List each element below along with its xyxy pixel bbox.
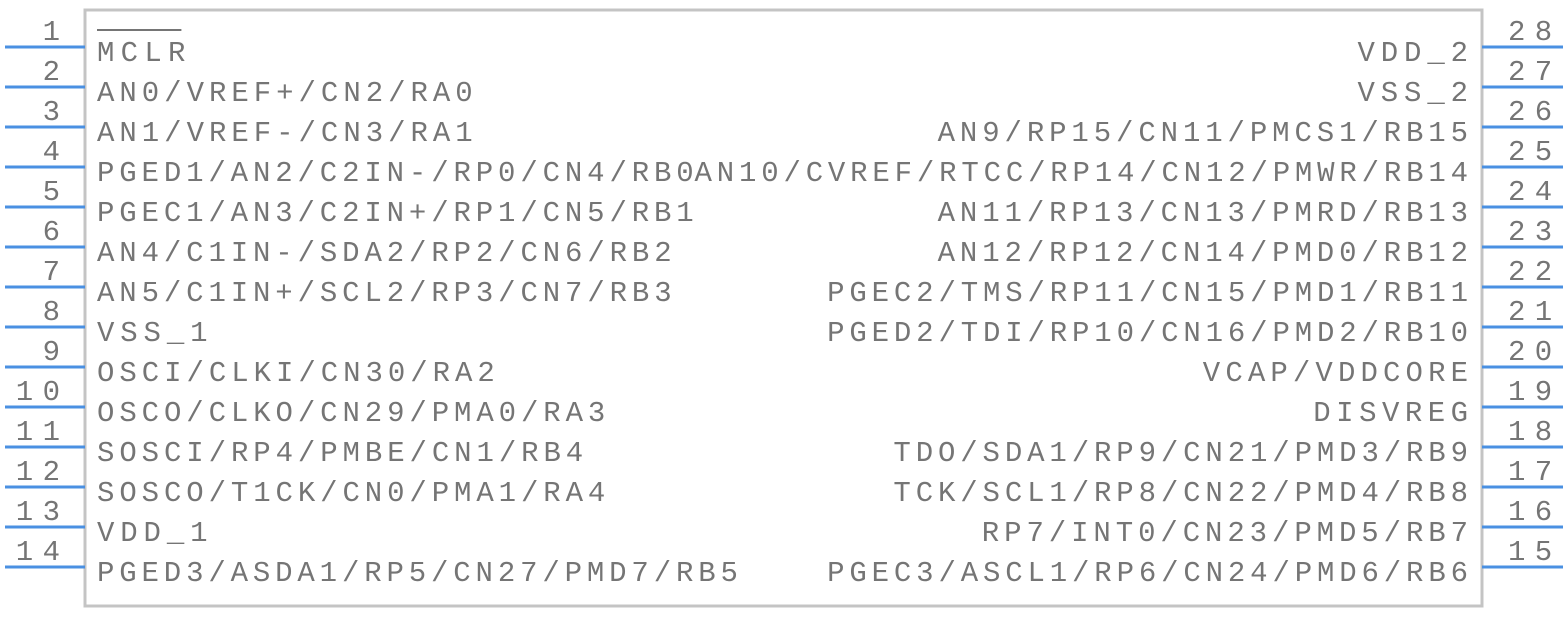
pin-number: 5 xyxy=(43,176,60,209)
pin-number: 16 xyxy=(1508,496,1552,529)
pin-label: DISVREG xyxy=(1313,397,1468,430)
pin-label: PGEC1/AN3/C2IN+/RP1/CN5/RB1 xyxy=(97,197,694,230)
pin-number: 15 xyxy=(1508,536,1552,569)
pin-number: 23 xyxy=(1508,216,1552,249)
pin-number: 17 xyxy=(1508,456,1552,489)
pin-number: 7 xyxy=(43,256,60,289)
pin-number: 25 xyxy=(1508,136,1552,169)
pin-number: 28 xyxy=(1508,16,1552,49)
pin-label: PGED2/TDI/RP10/CN16/PMD2/RB10 xyxy=(827,317,1468,350)
pin-label: VCAP/VDDCORE xyxy=(1203,357,1468,390)
pin-label: AN12/RP12/CN14/PMD0/RB12 xyxy=(938,237,1468,270)
pin-number: 18 xyxy=(1508,416,1552,449)
pin-label: VSS_1 xyxy=(97,317,208,350)
pin-label: PGED1/AN2/C2IN-/RP0/CN4/RB0 xyxy=(97,157,694,190)
pin-label: OSCO/CLKO/CN29/PMA0/RA3 xyxy=(97,397,605,430)
pin-number: 24 xyxy=(1508,176,1552,209)
pin-label: OSCI/CLKI/CN30/RA2 xyxy=(97,357,495,390)
pin-number: 13 xyxy=(16,496,60,529)
pin-label: TCK/SCL1/RP8/CN22/PMD4/RB8 xyxy=(893,477,1468,510)
pin-label: SOSCI/RP4/PMBE/CN1/RB4 xyxy=(97,437,583,470)
pin-label: AN11/RP13/CN13/PMRD/RB13 xyxy=(938,197,1468,230)
pin-number: 4 xyxy=(43,136,60,169)
pin-number: 10 xyxy=(16,376,60,409)
pin-number: 14 xyxy=(16,536,60,569)
pin-label: VSS_2 xyxy=(1358,77,1469,110)
pin-label: TDO/SDA1/RP9/CN21/PMD3/RB9 xyxy=(893,437,1468,470)
pin-label: AN10/CVREF/RTCC/RP14/CN12/PMWR/RB14 xyxy=(695,157,1469,190)
component-body xyxy=(83,8,1484,608)
pin-number: 21 xyxy=(1508,296,1552,329)
pin-label: AN5/C1IN+/SCL2/RP3/CN7/RB3 xyxy=(97,277,672,310)
pin-number: 3 xyxy=(43,96,60,129)
pin-label: AN1/VREF-/CN3/RA1 xyxy=(97,117,473,150)
pin-number: 26 xyxy=(1508,96,1552,129)
pin-number: 22 xyxy=(1508,256,1552,289)
pin-label: PGED3/ASDA1/RP5/CN27/PMD7/RB5 xyxy=(97,557,738,590)
pin-number: 12 xyxy=(16,456,60,489)
pin-number: 27 xyxy=(1508,56,1552,89)
pin-label: RP7/INT0/CN23/PMD5/RB7 xyxy=(982,517,1468,550)
pin-number: 11 xyxy=(16,416,60,449)
pin-number: 20 xyxy=(1508,336,1552,369)
pin-number: 6 xyxy=(43,216,60,249)
pin-number: 1 xyxy=(43,16,60,49)
pin-label: VDD_2 xyxy=(1358,37,1469,70)
pin-label: AN4/C1IN-/SDA2/RP2/CN6/RB2 xyxy=(97,237,672,270)
pin-label: VDD_1 xyxy=(97,517,208,550)
pin-label: PGEC2/TMS/RP11/CN15/PMD1/RB11 xyxy=(827,277,1468,310)
pin-label: PGEC3/ASCL1/RP6/CN24/PMD6/RB6 xyxy=(827,557,1468,590)
pin-label: AN9/RP15/CN11/PMCS1/RB15 xyxy=(938,117,1468,150)
pin-label: SOSCO/T1CK/CN0/PMA1/RA4 xyxy=(97,477,605,510)
pin-number: 2 xyxy=(43,56,60,89)
pin-label: AN0/VREF+/CN2/RA0 xyxy=(97,77,473,110)
pin-number: 9 xyxy=(43,336,60,369)
pin-number: 19 xyxy=(1508,376,1552,409)
pin-number: 8 xyxy=(43,296,60,329)
pin-label: MCLR xyxy=(97,37,185,70)
